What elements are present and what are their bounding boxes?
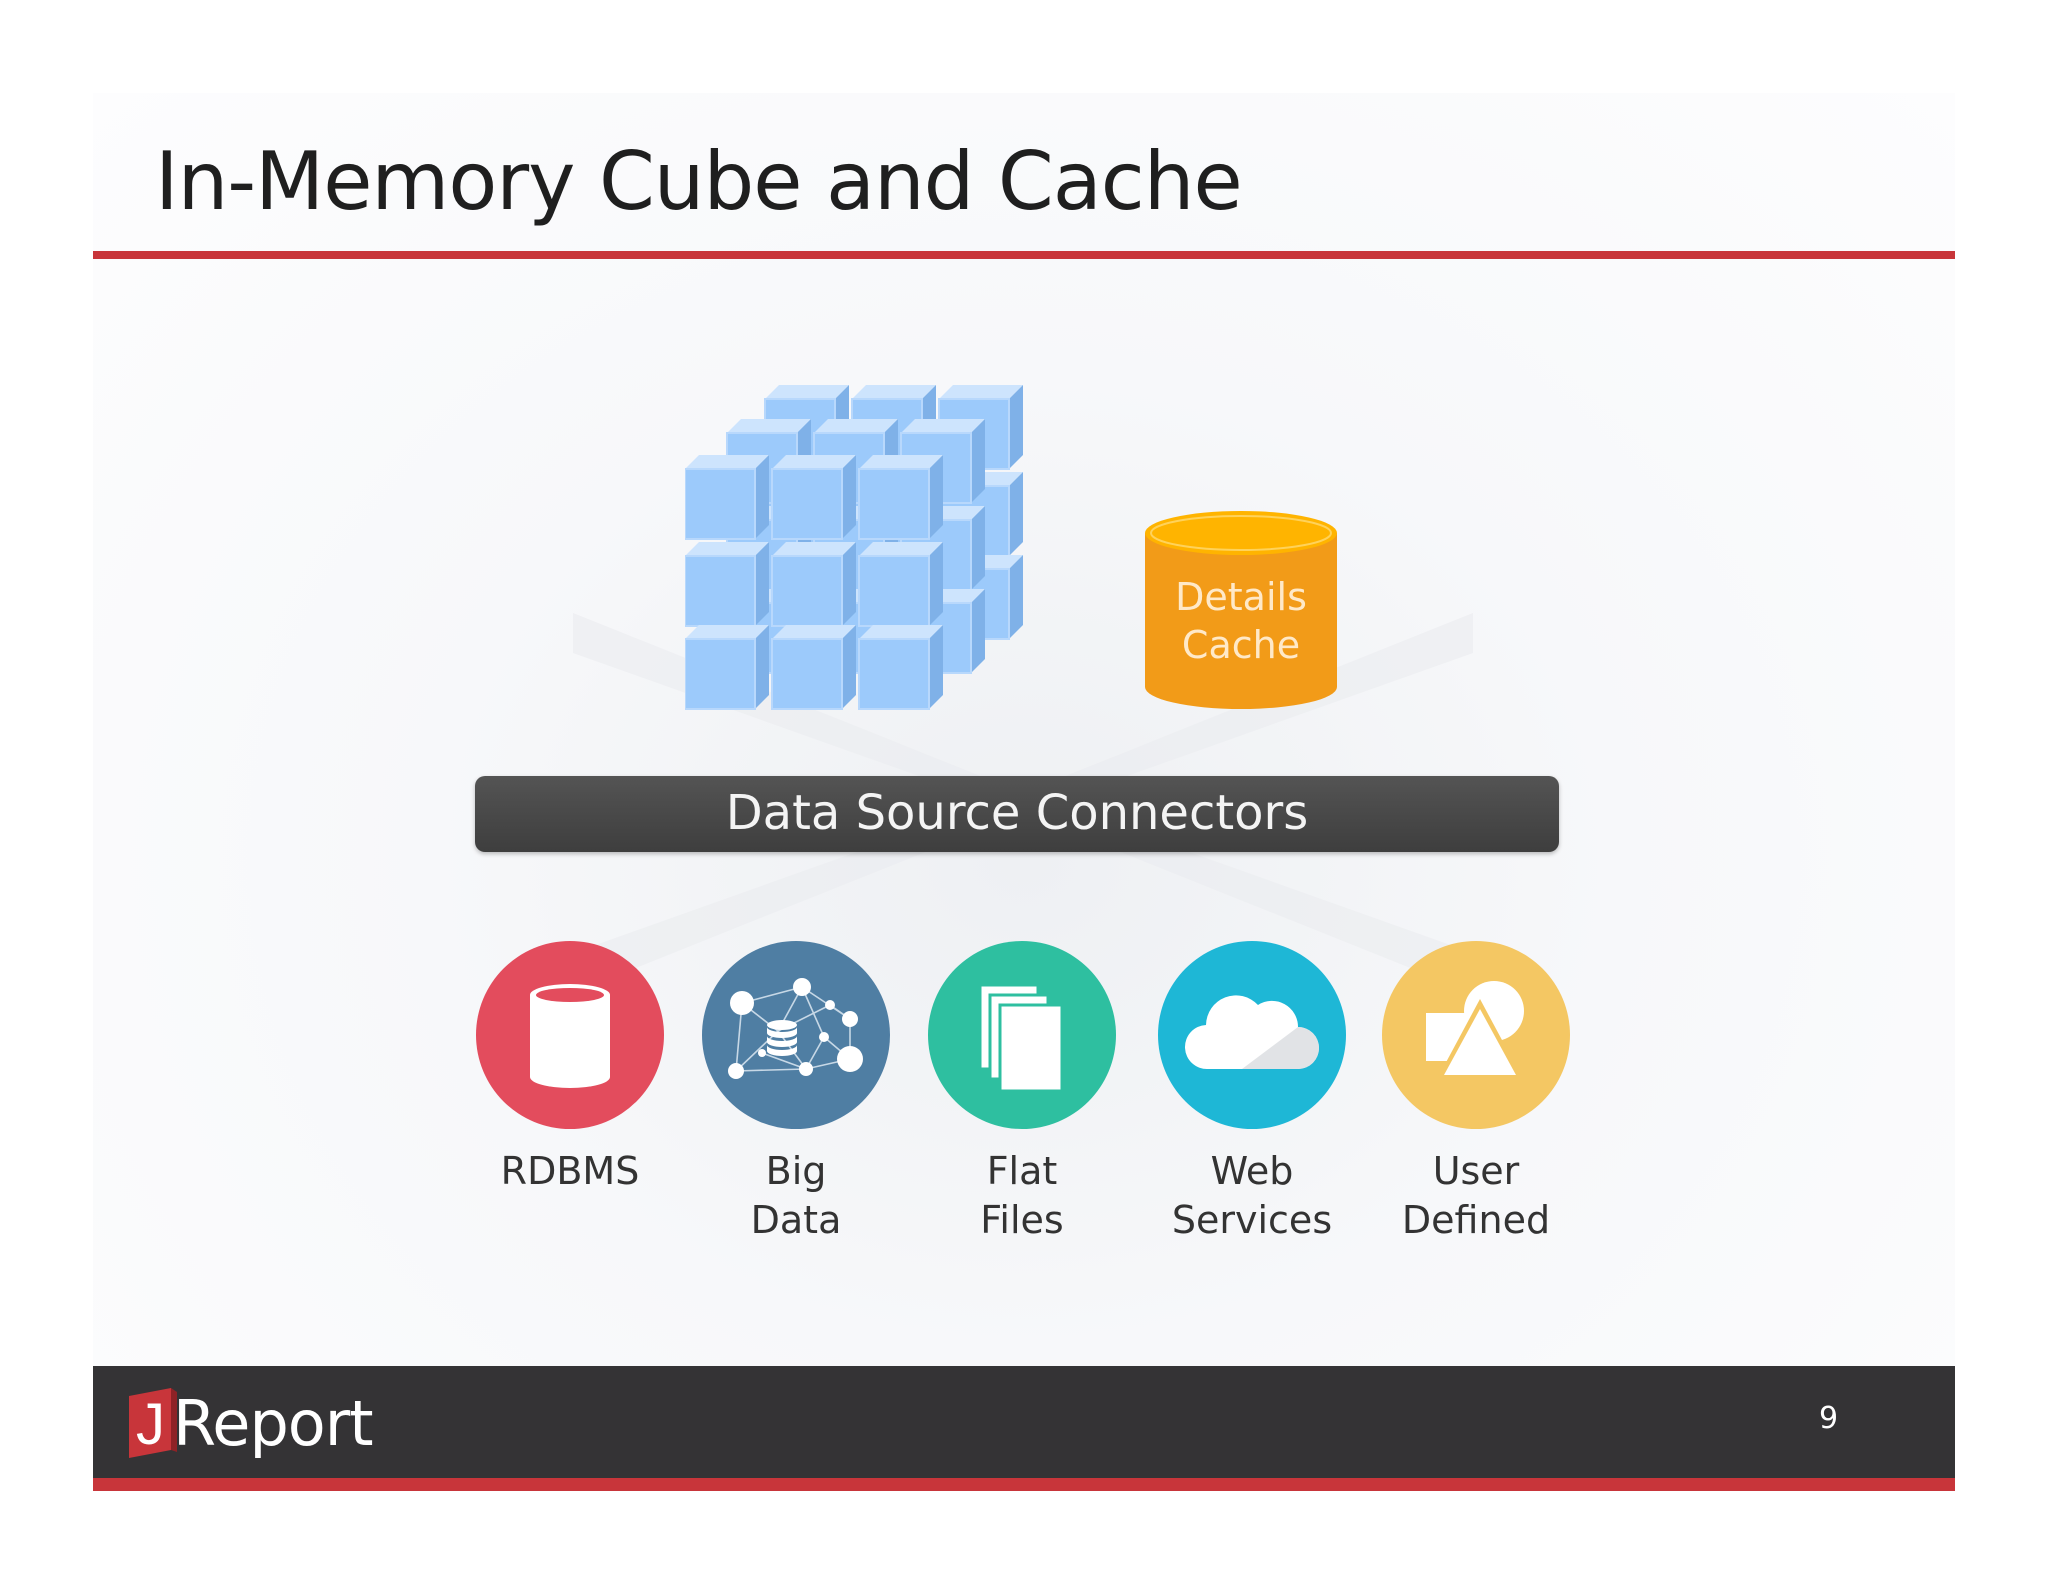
page-number: 9	[1819, 1401, 1839, 1436]
source-flat-files: Flat Files	[912, 941, 1132, 1245]
source-label-line1: Big	[765, 1149, 827, 1193]
title-divider	[93, 251, 1955, 259]
source-label-line2: Data	[750, 1198, 842, 1242]
cloud-icon	[1184, 995, 1319, 1070]
logo-letter: J	[136, 1392, 165, 1457]
cache-label: Details Cache	[1145, 573, 1337, 669]
cache-label-line2: Cache	[1181, 623, 1301, 667]
big-data-circle	[702, 941, 890, 1129]
stacked-files-icon	[978, 983, 1064, 1093]
source-label: RDBMS	[460, 1147, 680, 1196]
source-label-line1: Flat	[986, 1149, 1058, 1193]
source-label: Big Data	[686, 1147, 906, 1245]
source-label: Web Services	[1142, 1147, 1362, 1245]
source-rdbms: RDBMS	[460, 941, 680, 1196]
source-web-services: Web Services	[1142, 941, 1362, 1245]
cache-cylinder-icon	[1145, 511, 1337, 709]
page-title: In-Memory Cube and Cache	[155, 135, 1243, 228]
web-services-circle	[1158, 941, 1346, 1129]
source-label-line1: Web	[1210, 1149, 1294, 1193]
shapes-icon	[1426, 981, 1524, 1081]
database-cylinder-icon	[530, 984, 610, 1088]
source-user-defined: User Defined	[1366, 941, 1586, 1245]
rdbms-circle	[476, 941, 664, 1129]
flat-files-circle	[928, 941, 1116, 1129]
source-label-line1: RDBMS	[500, 1149, 640, 1193]
source-label-line2: Defined	[1401, 1198, 1551, 1242]
cache-label-line1: Details	[1175, 575, 1307, 619]
jreport-logo-icon: J	[129, 1388, 177, 1458]
footer-bar	[93, 1366, 1955, 1478]
connector-bar: Data Source Connectors	[475, 776, 1559, 852]
logo-text: Report	[173, 1387, 374, 1460]
source-label-line2: Files	[980, 1198, 1064, 1242]
source-label: User Defined	[1366, 1147, 1586, 1245]
slide: In-Memory Cube and Cache Details	[93, 93, 1955, 1491]
source-label-line1: User	[1432, 1149, 1520, 1193]
source-label: Flat Files	[912, 1147, 1132, 1245]
background-shading	[573, 613, 1473, 993]
cube-icon	[685, 384, 1024, 710]
connector-label: Data Source Connectors	[725, 785, 1309, 841]
source-label-line2: Services	[1171, 1198, 1333, 1242]
source-big-data: Big Data	[686, 941, 906, 1245]
footer-divider	[93, 1478, 1955, 1491]
network-nodes-icon	[728, 978, 863, 1079]
user-defined-circle	[1382, 941, 1570, 1129]
